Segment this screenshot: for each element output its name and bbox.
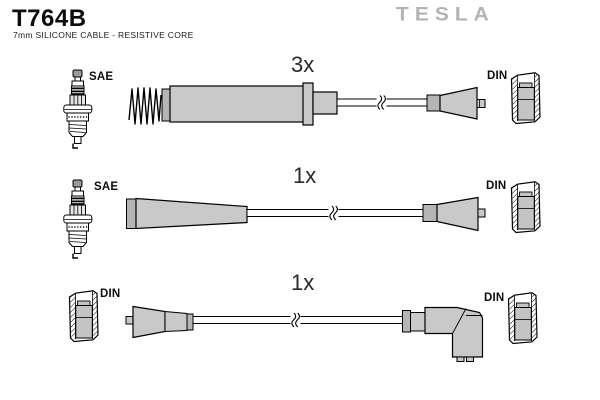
row2-cable [62,179,541,259]
coil-spring-icon [128,87,162,125]
elbow-contact [456,356,465,362]
boot-collar [402,310,411,333]
row2-quantity: 1x [293,163,317,188]
row1-left-connector-label: SAE [89,71,114,83]
spark-plug-icon [62,179,93,259]
boot-segment [410,312,426,332]
din-terminal-icon [507,292,538,345]
din-plug-cone [439,86,478,120]
cable-break-icon [289,312,302,328]
tesla-brand-logo: TESLA [396,4,495,26]
din-plug-cone [436,196,479,232]
boot-step [312,91,338,115]
row2-left-connector-label: SAE [94,181,119,193]
row3-cable [68,290,538,362]
row3-left-connector-label: DIN [100,288,121,300]
din-plug-contact [125,316,134,325]
part-number: T764B [12,5,87,32]
plug-sleeve [426,94,441,112]
boot-collar [161,88,171,122]
din-terminal-icon [510,72,541,125]
elbow-contact [466,356,474,362]
din-plug-cone [132,305,166,339]
cable-break-icon [327,205,340,221]
boot-collar [126,198,137,229]
row2-right-connector-label: DIN [486,180,507,192]
row3-quantity: 1x [291,270,315,295]
din-terminal-icon [68,290,99,343]
din-terminal-icon [510,181,541,234]
din-plug-contact [477,208,486,218]
plug-sleeve [164,310,188,333]
tapered-boot [135,197,248,230]
product-subtitle: 7mm SILICONE CABLE - RESISTIVE CORE [13,30,194,40]
din-plug-contact [476,99,486,108]
elbow-din-plug [424,306,484,358]
row3-right-connector-label: DIN [484,292,505,304]
elbow-seam [452,308,467,334]
sleeve-ring [186,313,194,331]
cylindrical-boot [169,85,305,123]
cable-break-icon [375,94,388,111]
row1-right-connector-label: DIN [487,70,508,82]
row1-quantity: 3x [291,52,315,77]
row1-cable [62,69,541,149]
boot-end-collar [302,82,314,126]
plug-sleeve [422,204,438,222]
spark-plug-icon [62,69,93,149]
